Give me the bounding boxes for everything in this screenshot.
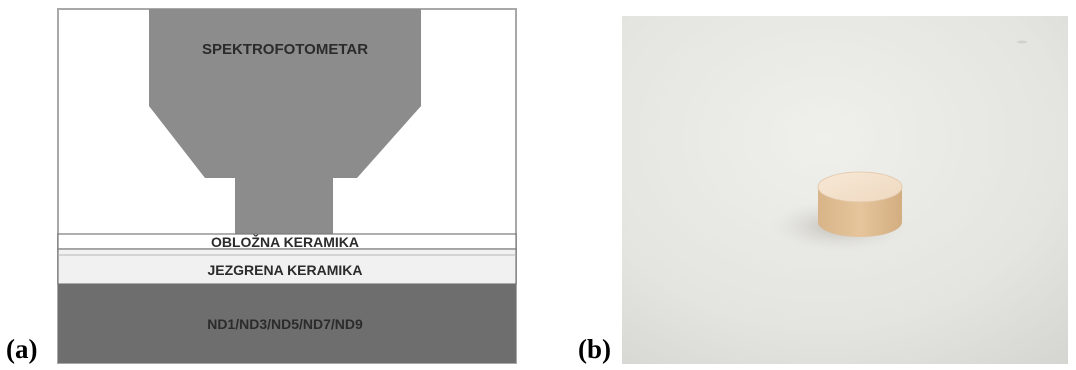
panel-b-label: (b) (578, 334, 611, 364)
spectrophotometer-tip (235, 176, 333, 234)
nd-base-label: ND1/ND3/ND5/ND7/ND9 (207, 316, 363, 332)
sample-disc-top (817, 171, 903, 203)
sample-photo (622, 16, 1068, 364)
photo-speck (1017, 40, 1027, 44)
spectrophotometer-label: SPEKTROFOTOMETAR (202, 41, 368, 58)
nd-base-layer (58, 284, 516, 363)
sample-photo-image (622, 16, 1068, 364)
spectrophotometer-diagram: SPEKTROFOTOMETAR OBLOŽNA KERAMIKA JEZGRE… (57, 8, 517, 364)
spectrophotometer-funnel (149, 9, 421, 178)
core-ceramic-label: JEZGRENA KERAMIKA (207, 262, 362, 278)
veneer-ceramic-label: OBLOŽNA KERAMIKA (211, 233, 359, 250)
panel-a-label: (a) (6, 334, 38, 364)
